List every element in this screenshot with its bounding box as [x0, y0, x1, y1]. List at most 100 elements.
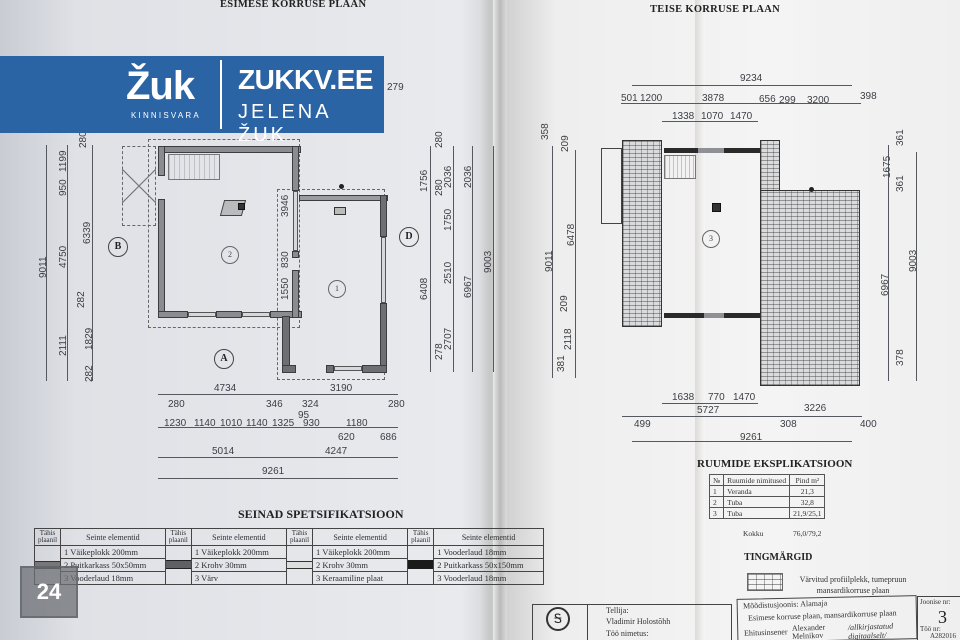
- dim-line: [158, 478, 398, 479]
- table-cell: 1 Väikeplokk 200mm: [312, 545, 409, 559]
- dim-label: 1338: [672, 111, 695, 122]
- dim-line: [916, 152, 917, 381]
- wall-symbol: [407, 545, 435, 585]
- wall-east-veranda: [380, 303, 387, 373]
- second-floor-sheet: [500, 0, 960, 640]
- dim-line: [662, 121, 758, 122]
- dim-label: 299: [779, 95, 796, 106]
- dim-label: 770: [708, 392, 725, 403]
- dim-label: 1200: [640, 93, 663, 104]
- dim-line: [472, 146, 473, 372]
- wall-symbol: [164, 545, 192, 585]
- dim-line: [158, 457, 398, 458]
- table-cell: 3 Värv: [190, 571, 287, 585]
- wall-east-veranda: [380, 195, 387, 237]
- table-cell: 21,9/25,1: [789, 507, 826, 519]
- wall-east-upper: [292, 146, 299, 191]
- column-header: Seinte elementid: [60, 528, 166, 546]
- dim-label: 501: [621, 93, 638, 104]
- dim-label: 346: [266, 399, 283, 410]
- dim-label: 1470: [730, 111, 753, 122]
- roof-slope-west: [622, 140, 662, 327]
- table-cell: 1 Väikeplokk 200mm: [190, 545, 287, 559]
- stairs: [168, 154, 220, 180]
- dim-label: 9003: [483, 250, 494, 273]
- table-cell: 2 Krohv 30mm: [312, 558, 409, 572]
- dim-label: 1070: [701, 111, 724, 122]
- table-cell: 1 Väikeplokk 200mm: [60, 545, 166, 559]
- sheet-label: Joonise nr:: [920, 598, 951, 606]
- dim-label: 9003: [908, 249, 919, 272]
- paper-fold: [493, 0, 507, 640]
- dim-label: 282: [76, 291, 87, 308]
- dim-label: 6339: [82, 221, 93, 244]
- table-row: 2 Tuba 32,8: [708, 496, 826, 508]
- dim-label: 280: [78, 131, 89, 148]
- dim-label: 324: [302, 399, 319, 410]
- column-header: Tähis plaanil: [285, 528, 314, 546]
- dim-line: [92, 145, 93, 381]
- dim-label: 4750: [58, 245, 69, 268]
- dim-label: 361: [895, 175, 906, 192]
- dim-label: 2707: [443, 327, 454, 350]
- dim-label: 6478: [566, 223, 577, 246]
- table-cell: Tuba: [723, 496, 791, 508]
- dim-label: 9011: [38, 256, 49, 278]
- photo-index-badge[interactable]: 24: [20, 566, 78, 618]
- lamp-icon: [334, 207, 346, 215]
- dim-line: [622, 416, 862, 417]
- table-header-row: Tähis plaanil Seinte elementid Tähis pla…: [33, 528, 544, 546]
- dim-label: 1829: [84, 327, 95, 350]
- dim-label: 400: [860, 419, 877, 430]
- second-floor-title: TEISE KORRUSE PLAAN: [650, 4, 780, 15]
- stairs: [664, 155, 696, 179]
- wall-north: [158, 146, 301, 153]
- legend-line: mansardikorruse plaan: [816, 586, 890, 595]
- wall-west-upper: [158, 146, 165, 176]
- table-cell: 3 Keraamiline plaat: [312, 571, 409, 585]
- wall-south: [158, 311, 188, 318]
- dim-label: 361: [895, 129, 906, 146]
- divider: [220, 60, 222, 129]
- dim-line: [632, 85, 852, 86]
- table-cell: 1: [708, 485, 725, 497]
- window: [242, 312, 270, 317]
- dim-label: 930: [303, 418, 320, 429]
- agency-logo-sub: KINNISVARA: [131, 111, 201, 120]
- engineer-name: Alexander Melnikov: [791, 622, 826, 640]
- axis-marker-b: B: [108, 237, 128, 257]
- dim-label: 2118: [563, 328, 574, 350]
- wall-south-veranda: [326, 365, 334, 373]
- wall-east: [292, 251, 299, 258]
- sheet-block: [917, 596, 960, 640]
- wall-spec-table: Tähis plaanil Seinte elementid Tähis pla…: [33, 528, 544, 585]
- dim-label: 2111: [58, 335, 69, 356]
- wall-segment: [724, 148, 760, 153]
- room-number: 3: [702, 230, 720, 248]
- dim-label: 308: [780, 419, 797, 430]
- dim-label: 1230: [164, 418, 187, 429]
- first-floor-title: ESIMESE KORRUSE PLAAN: [220, 0, 367, 10]
- engineer-label: Ehitusinsener: [743, 627, 788, 638]
- dim-label: 9234: [740, 73, 763, 84]
- axis-marker-d: D: [399, 227, 419, 247]
- column-header: №: [708, 474, 725, 486]
- dim-label: 95: [298, 410, 310, 421]
- dim-line: [888, 145, 889, 381]
- dim-label: 5014: [212, 446, 235, 457]
- dim-label: 3200: [807, 95, 830, 106]
- wall-north-veranda: [299, 195, 388, 201]
- dim-line: [575, 150, 576, 378]
- dim-label: 6967: [880, 273, 891, 296]
- rooms-total-value: 76,0/79,2: [793, 529, 822, 538]
- dim-line: [158, 394, 398, 395]
- table-cell: 2: [708, 496, 725, 508]
- client-name: Vladimir Holostõhh: [606, 617, 671, 626]
- dim-line: [493, 146, 494, 372]
- work-no-label: Töö nr:: [920, 625, 941, 633]
- outdoor-light-icon: [339, 184, 344, 189]
- dim-label: 1550: [280, 277, 291, 300]
- window: [334, 366, 362, 371]
- dim-label: 620: [338, 432, 355, 443]
- work-no: A282016: [930, 632, 957, 640]
